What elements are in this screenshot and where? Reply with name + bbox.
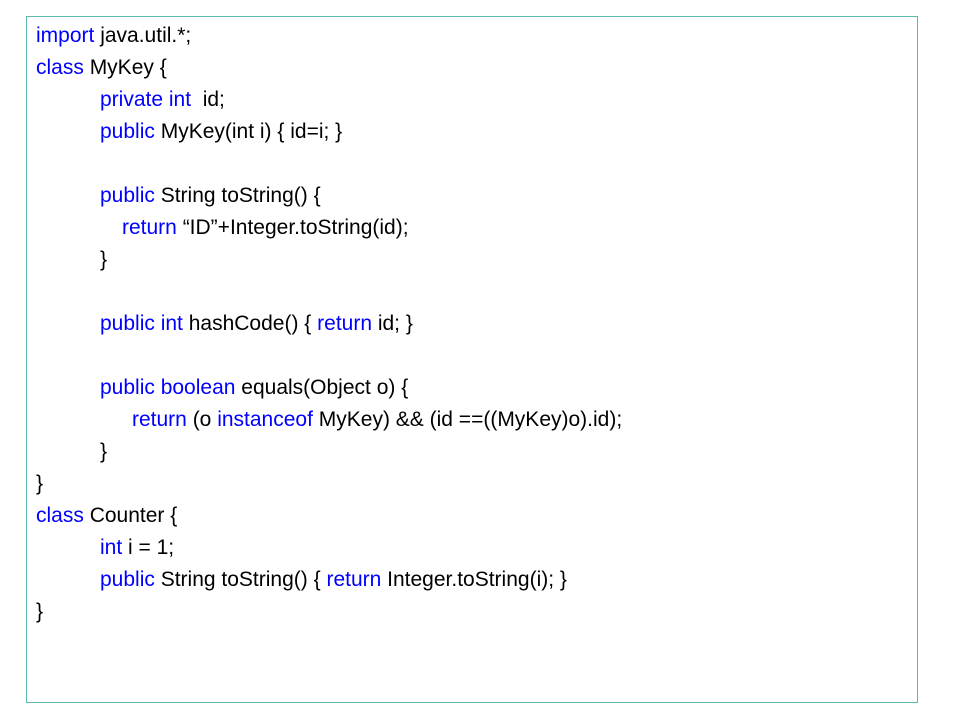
code-keyword: class [36, 56, 84, 79]
code-text: } [36, 600, 44, 623]
code-text: hashCode() { [182, 312, 318, 335]
code-line: } [36, 468, 622, 500]
code-text: java.util.*; [94, 24, 192, 47]
code-keyword: return [317, 312, 372, 335]
code-text: (o [186, 408, 218, 431]
code-line: import java.util.*; [36, 20, 622, 52]
code-keyword: instanceof [217, 408, 313, 431]
code-keyword: return [326, 568, 382, 591]
code-line [36, 276, 622, 308]
code-text: Counter { [83, 504, 178, 527]
code-keyword: import [36, 24, 95, 47]
code-line: return “ID”+Integer.toString(id); [36, 212, 622, 244]
code-keyword: public [100, 120, 155, 143]
code-keyword: public [100, 568, 155, 591]
code-line: class Counter { [36, 500, 622, 532]
code-keyword: class [36, 504, 84, 527]
code-text: } [36, 472, 44, 495]
code-text: String toString() { [154, 184, 321, 207]
code-line: } [36, 244, 622, 276]
code-keyword: int [100, 536, 123, 559]
code-line: public boolean equals(Object o) { [36, 372, 622, 404]
code-text: i = 1; [122, 536, 175, 559]
java-code-listing: import java.util.*;class MyKey {private … [36, 20, 622, 628]
code-text: id; [191, 88, 225, 111]
code-keyword: public [100, 184, 155, 207]
code-text: “ID”+Integer.toString(id); [176, 216, 409, 239]
code-line: public String toString() { [36, 180, 622, 212]
code-text: equals(Object o) { [235, 376, 409, 399]
code-line: public int hashCode() { return id; } [36, 308, 622, 340]
code-keyword: return [132, 408, 187, 431]
code-line: public String toString() { return Intege… [36, 564, 622, 596]
code-text: MyKey(int i) { id=i; } [154, 120, 343, 143]
code-text: Integer.toString(i); } [381, 568, 567, 591]
code-line: return (o instanceof MyKey) && (id ==((M… [36, 404, 622, 436]
code-text: MyKey) && (id ==((MyKey)o).id); [312, 408, 623, 431]
code-text: } [100, 440, 108, 463]
code-line [36, 148, 622, 180]
code-line [36, 340, 622, 372]
code-line: } [36, 596, 622, 628]
code-line: public MyKey(int i) { id=i; } [36, 116, 622, 148]
slide-frame [26, 16, 918, 703]
code-text: String toString() { [154, 568, 327, 591]
code-line: } [36, 436, 622, 468]
code-line: int i = 1; [36, 532, 622, 564]
code-keyword: public boolean [100, 376, 236, 399]
code-text: MyKey { [83, 56, 167, 79]
code-keyword: public int [100, 312, 183, 335]
code-keyword: private int [100, 88, 192, 111]
code-text: id; } [372, 312, 413, 335]
code-keyword: return [122, 216, 177, 239]
code-text: } [100, 248, 108, 271]
code-line: class MyKey { [36, 52, 622, 84]
code-line: private int id; [36, 84, 622, 116]
